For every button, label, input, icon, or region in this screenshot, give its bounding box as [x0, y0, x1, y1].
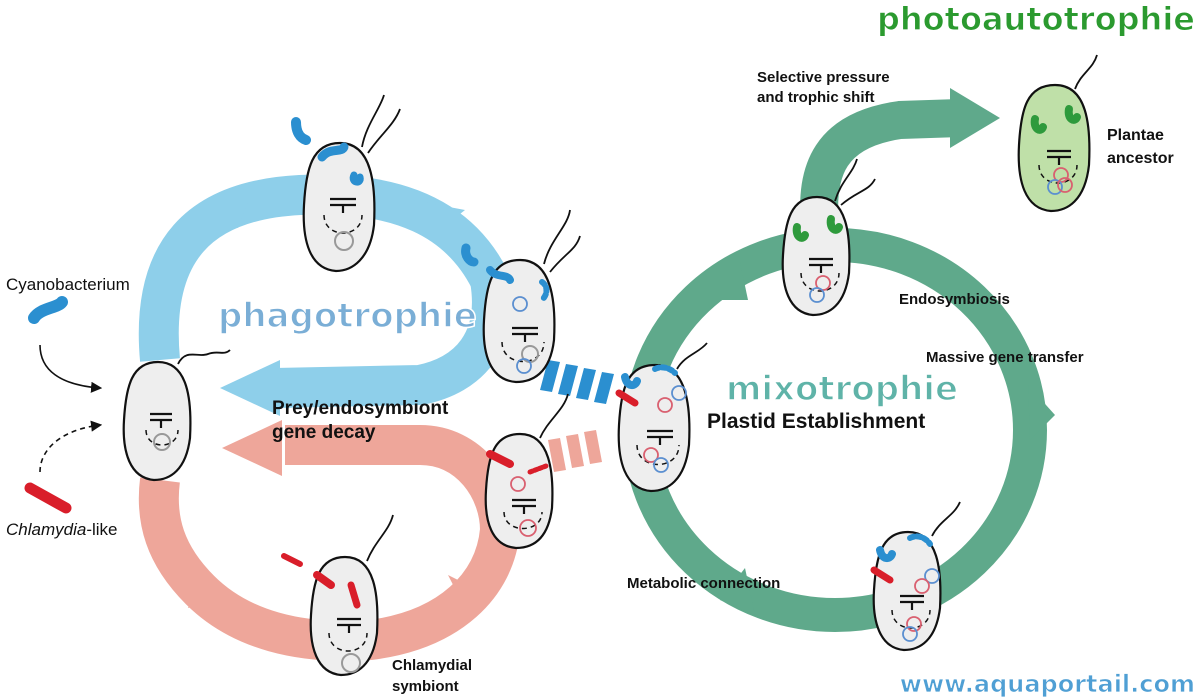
photoautotrophy-title: photoautotrophie — [877, 0, 1195, 38]
red-transfer-stripes — [548, 430, 602, 472]
metabolic-connection-label: Metabolic connection — [627, 575, 780, 592]
plantae-ancestor-label-line1: Plantae — [1107, 127, 1164, 144]
plastid-establishment-label: Plastid Establishment — [707, 410, 925, 433]
trophic-shift-arrowhead — [950, 88, 1000, 148]
endosymbiosis-label: Endosymbiosis — [899, 291, 1010, 308]
chlamydia-italic-label: Chlamydia — [6, 520, 86, 539]
selective-pressure-label-line1: Selective pressure — [757, 69, 890, 86]
watermark-text: www.aquaportail.com — [900, 670, 1195, 698]
prey-gene-decay-label-line1: Prey/endosymbiont — [272, 398, 449, 419]
blue-transfer-stripes — [540, 360, 614, 404]
chlamydial-arrowhead-bottom — [188, 575, 220, 608]
phagotrophy-title: phagotrophie — [218, 296, 477, 336]
metabolic-connection-cell — [870, 501, 961, 652]
phagocytosing-cell — [302, 94, 401, 273]
mixotrophy-arrowhead-left — [700, 262, 748, 300]
cyanobacterium-arrow — [39, 344, 103, 393]
chlamydial-arrowhead-left — [222, 420, 282, 476]
chlamydial-symbiont-label-line2: symbiont — [392, 678, 459, 695]
selective-pressure-label-line2: and trophic shift — [757, 89, 875, 106]
mixotrophy-title: mixotrophie — [726, 369, 958, 409]
chlamydial-symbiont-label-line1: Chlamydial — [392, 657, 472, 674]
phagotrophy-arrowhead-left — [220, 360, 280, 416]
host-cell — [122, 349, 231, 482]
prey-cyanobacterium-icon — [291, 117, 311, 145]
cyanobacterium-icon — [28, 296, 68, 324]
free-chlamydia-icon — [281, 553, 303, 567]
mixotrophy-arrowhead-bottom — [720, 568, 755, 615]
phagotrophy-arrowhead-right — [412, 200, 465, 230]
chlamydia-suffix-label: -like — [86, 520, 117, 539]
massive-gene-transfer-label: Massive gene transfer — [926, 349, 1084, 366]
mixotrophy-arrowhead-right — [1028, 385, 1055, 440]
plantae-ancestor-cell — [1017, 54, 1098, 213]
plantae-ancestor-label-line2: ancestor — [1107, 150, 1174, 167]
phagotrophy-loop-arrow — [138, 174, 512, 408]
mixotrophic-cell — [615, 342, 708, 493]
cyano-endosymbiont-cell — [482, 209, 581, 384]
prey-gene-decay-label-line2: gene decay — [272, 422, 376, 443]
chlamydia-icon — [24, 482, 72, 514]
entering-cyanobacterium-icon — [461, 243, 479, 267]
endosymbiosis-cell — [781, 158, 876, 317]
chlamydial-symbiont-cell — [309, 514, 394, 677]
phagotrophy-arrowhead-top — [205, 198, 250, 228]
cyanobacterium-label: Cyanobacterium — [6, 275, 130, 294]
chlamydia-endosymbiont-cell — [484, 393, 569, 550]
chlamydia-like-label: Chlamydia-like — [6, 520, 117, 539]
chlamydia-arrow — [39, 420, 103, 473]
chlamydial-arrowhead-bottom-right — [448, 575, 482, 618]
